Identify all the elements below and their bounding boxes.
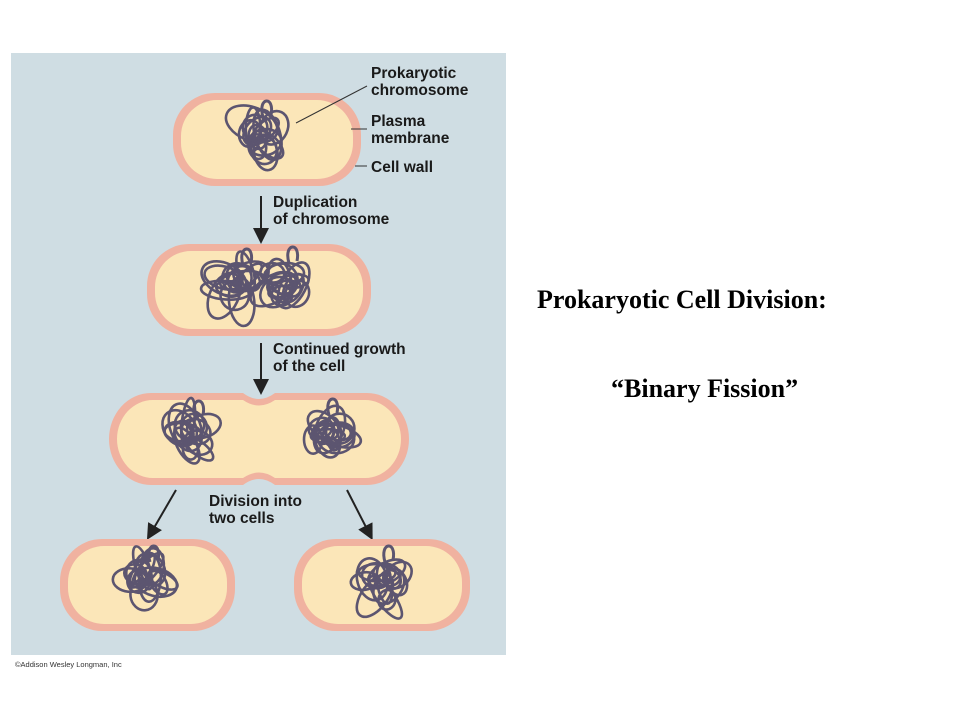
chromosome-strand — [224, 104, 279, 144]
chromosome-strand — [372, 567, 406, 605]
chromosome-strand — [183, 429, 214, 457]
chromosome-strand — [377, 588, 397, 611]
arrow-division-right — [346, 489, 373, 541]
slide-subtitle: “Binary Fission” — [611, 374, 799, 403]
chromosome-blob — [224, 99, 290, 172]
label-cell-wall: Cell wall — [371, 159, 434, 176]
chromosome-strand — [167, 402, 204, 453]
chromosome-strand — [383, 560, 413, 590]
chromosome-strand — [235, 250, 257, 292]
diagram-drawing — [60, 85, 470, 631]
chromosome-blob — [349, 544, 413, 620]
chromosome-strand — [371, 562, 402, 588]
label-plasma-membrane: Plasma membrane — [371, 113, 450, 147]
copyright-notice: ©Addison Wesley Longman, Inc — [15, 660, 122, 669]
chromosome-strand — [258, 109, 290, 146]
label-leader-lines — [295, 85, 368, 167]
label-division: Division into two cells — [209, 493, 302, 527]
chromosome-strand — [252, 133, 279, 172]
chromosome-strand — [134, 551, 167, 587]
chromosome-strand — [307, 416, 334, 440]
chromosome-strand — [111, 567, 149, 594]
arrow-division-left — [146, 489, 177, 540]
chromosome-strand — [172, 426, 201, 465]
cell-stage-2 — [147, 244, 371, 336]
label-continued-growth: Continued growth of the cell — [273, 341, 406, 375]
chromosome-blob — [111, 544, 179, 612]
chromosome-strand — [355, 573, 395, 619]
cell-stage-1 — [173, 93, 361, 186]
daughter-cell-right — [294, 539, 470, 631]
chromosome-blob — [161, 396, 222, 465]
chromosome-strand — [281, 272, 305, 304]
chromosome-strand — [242, 115, 273, 147]
chromosome-strand — [270, 284, 294, 307]
daughter-cell-left — [60, 539, 235, 631]
label-duplication: Duplication of chromosome — [273, 194, 390, 228]
chromosome-strand — [234, 262, 264, 290]
label-prokaryotic-chromosome: Prokaryotic chromosome — [371, 65, 469, 99]
chromosome-strand — [252, 129, 285, 160]
cell-stage-3 — [109, 393, 409, 485]
chromosome-strand — [133, 566, 179, 599]
chromosome-strand — [131, 551, 165, 589]
binary-fission-diagram: Prokaryotic chromosome Plasma membrane C… — [11, 53, 506, 669]
chromosome-blob — [249, 245, 311, 310]
slide-title: Prokaryotic Cell Division: — [537, 285, 827, 314]
chromosome-blob — [302, 397, 363, 459]
